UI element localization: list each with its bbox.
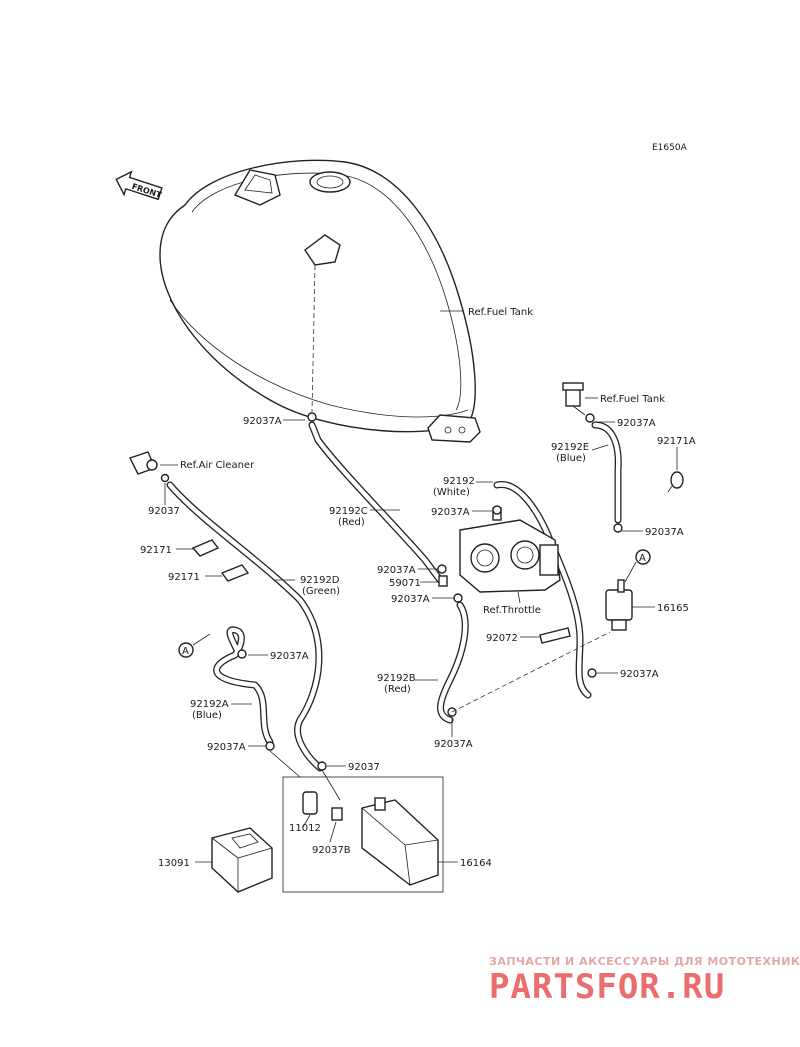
clip-92171-a — [191, 539, 220, 557]
clip-92171-b — [220, 564, 250, 582]
ref-air-cleaner-label: Ref.Air Cleaner — [180, 460, 255, 471]
part-92037A-bottom-center: 92037A — [434, 739, 473, 750]
ref-fuel-tank-small-label: Ref.Fuel Tank — [600, 394, 665, 405]
part-92192A: 92192A — [190, 699, 229, 710]
hose-92192B — [437, 601, 469, 724]
joint-59071 — [438, 575, 448, 587]
hose-92192A — [213, 626, 274, 746]
throttle-body — [459, 507, 561, 593]
part-59071: 59071 — [389, 578, 421, 589]
part-92037A-right-low: 92037A — [620, 669, 659, 680]
canister-16164 — [361, 797, 439, 886]
part-92171A: 92171A — [657, 436, 696, 447]
part-92037A-left-low: 92037A — [207, 742, 246, 753]
part-92192D-color: (Green) — [302, 586, 340, 597]
part-92192C-color: (Red) — [338, 517, 365, 528]
part-92037B: 92037B — [312, 845, 351, 856]
ref-fuel-tank-label: Ref.Fuel Tank — [468, 307, 533, 318]
hose-92192C — [308, 421, 444, 584]
svg-text:A: A — [182, 646, 189, 657]
part-13091: 13091 — [158, 858, 190, 869]
part-16164: 16164 — [460, 858, 492, 869]
part-92192B-color: (Red) — [384, 684, 411, 695]
part-92037A-left-mid: 92037A — [270, 651, 309, 662]
hose-92192-white — [493, 481, 592, 699]
part-92037-bottom: 92037 — [348, 762, 380, 773]
callout-marker-right: A — [635, 549, 651, 565]
part-11012: 11012 — [289, 823, 321, 834]
part-92192: 92192 — [443, 476, 475, 487]
part-92072: 92072 — [486, 633, 518, 644]
watermark-brand: PARTSFOR.RU — [489, 967, 725, 1007]
canister-group-box — [282, 776, 444, 893]
fuel-tank — [159, 159, 481, 443]
front-arrow-icon: FRONT — [115, 170, 163, 201]
screw-92037B — [331, 807, 343, 821]
band-92072 — [539, 627, 571, 644]
part-92037A-white: 92037A — [431, 507, 470, 518]
svg-text:A: A — [639, 553, 646, 564]
diagram-code: E1650A — [652, 143, 688, 153]
watermark-tagline: ЗАПЧАСТИ И АКСЕССУАРЫ ДЛЯ МОТОТЕХНИКИ — [489, 955, 800, 968]
clamp-92171A — [667, 471, 684, 493]
part-92192-color: (White) — [433, 487, 470, 498]
fuel-tank-fitting — [562, 382, 586, 416]
part-92192B: 92192B — [377, 673, 416, 684]
hose-92192E — [591, 421, 622, 524]
part-92037A-red-top: 92037A — [377, 565, 416, 576]
callout-marker-left: A — [178, 642, 194, 658]
part-92192D: 92192D — [300, 575, 340, 586]
cap-11012 — [302, 791, 318, 815]
part-92192E: 92192E — [551, 442, 589, 453]
part-92171-a: 92171 — [140, 545, 172, 556]
ref-throttle-label: Ref.Throttle — [483, 605, 541, 616]
part-92037A-right-mid: 92037A — [645, 527, 684, 538]
hose-92192D — [166, 481, 324, 772]
part-92192A-color: (Blue) — [192, 710, 222, 721]
clamp-icons — [160, 412, 623, 771]
fuel-filter-16165 — [605, 579, 633, 631]
air-cleaner-fitting — [129, 451, 158, 475]
part-92192E-color: (Blue) — [556, 453, 586, 464]
part-92171-b: 92171 — [168, 572, 200, 583]
part-92037A-red-mid: 92037A — [391, 594, 430, 605]
bracket-13091 — [211, 827, 273, 893]
part-92192C: 92192C — [329, 506, 368, 517]
part-92037A-tank: 92037A — [243, 416, 282, 427]
part-92037: 92037 — [148, 506, 180, 517]
part-16165: 16165 — [657, 603, 689, 614]
part-92037A-right-top: 92037A — [617, 418, 656, 429]
